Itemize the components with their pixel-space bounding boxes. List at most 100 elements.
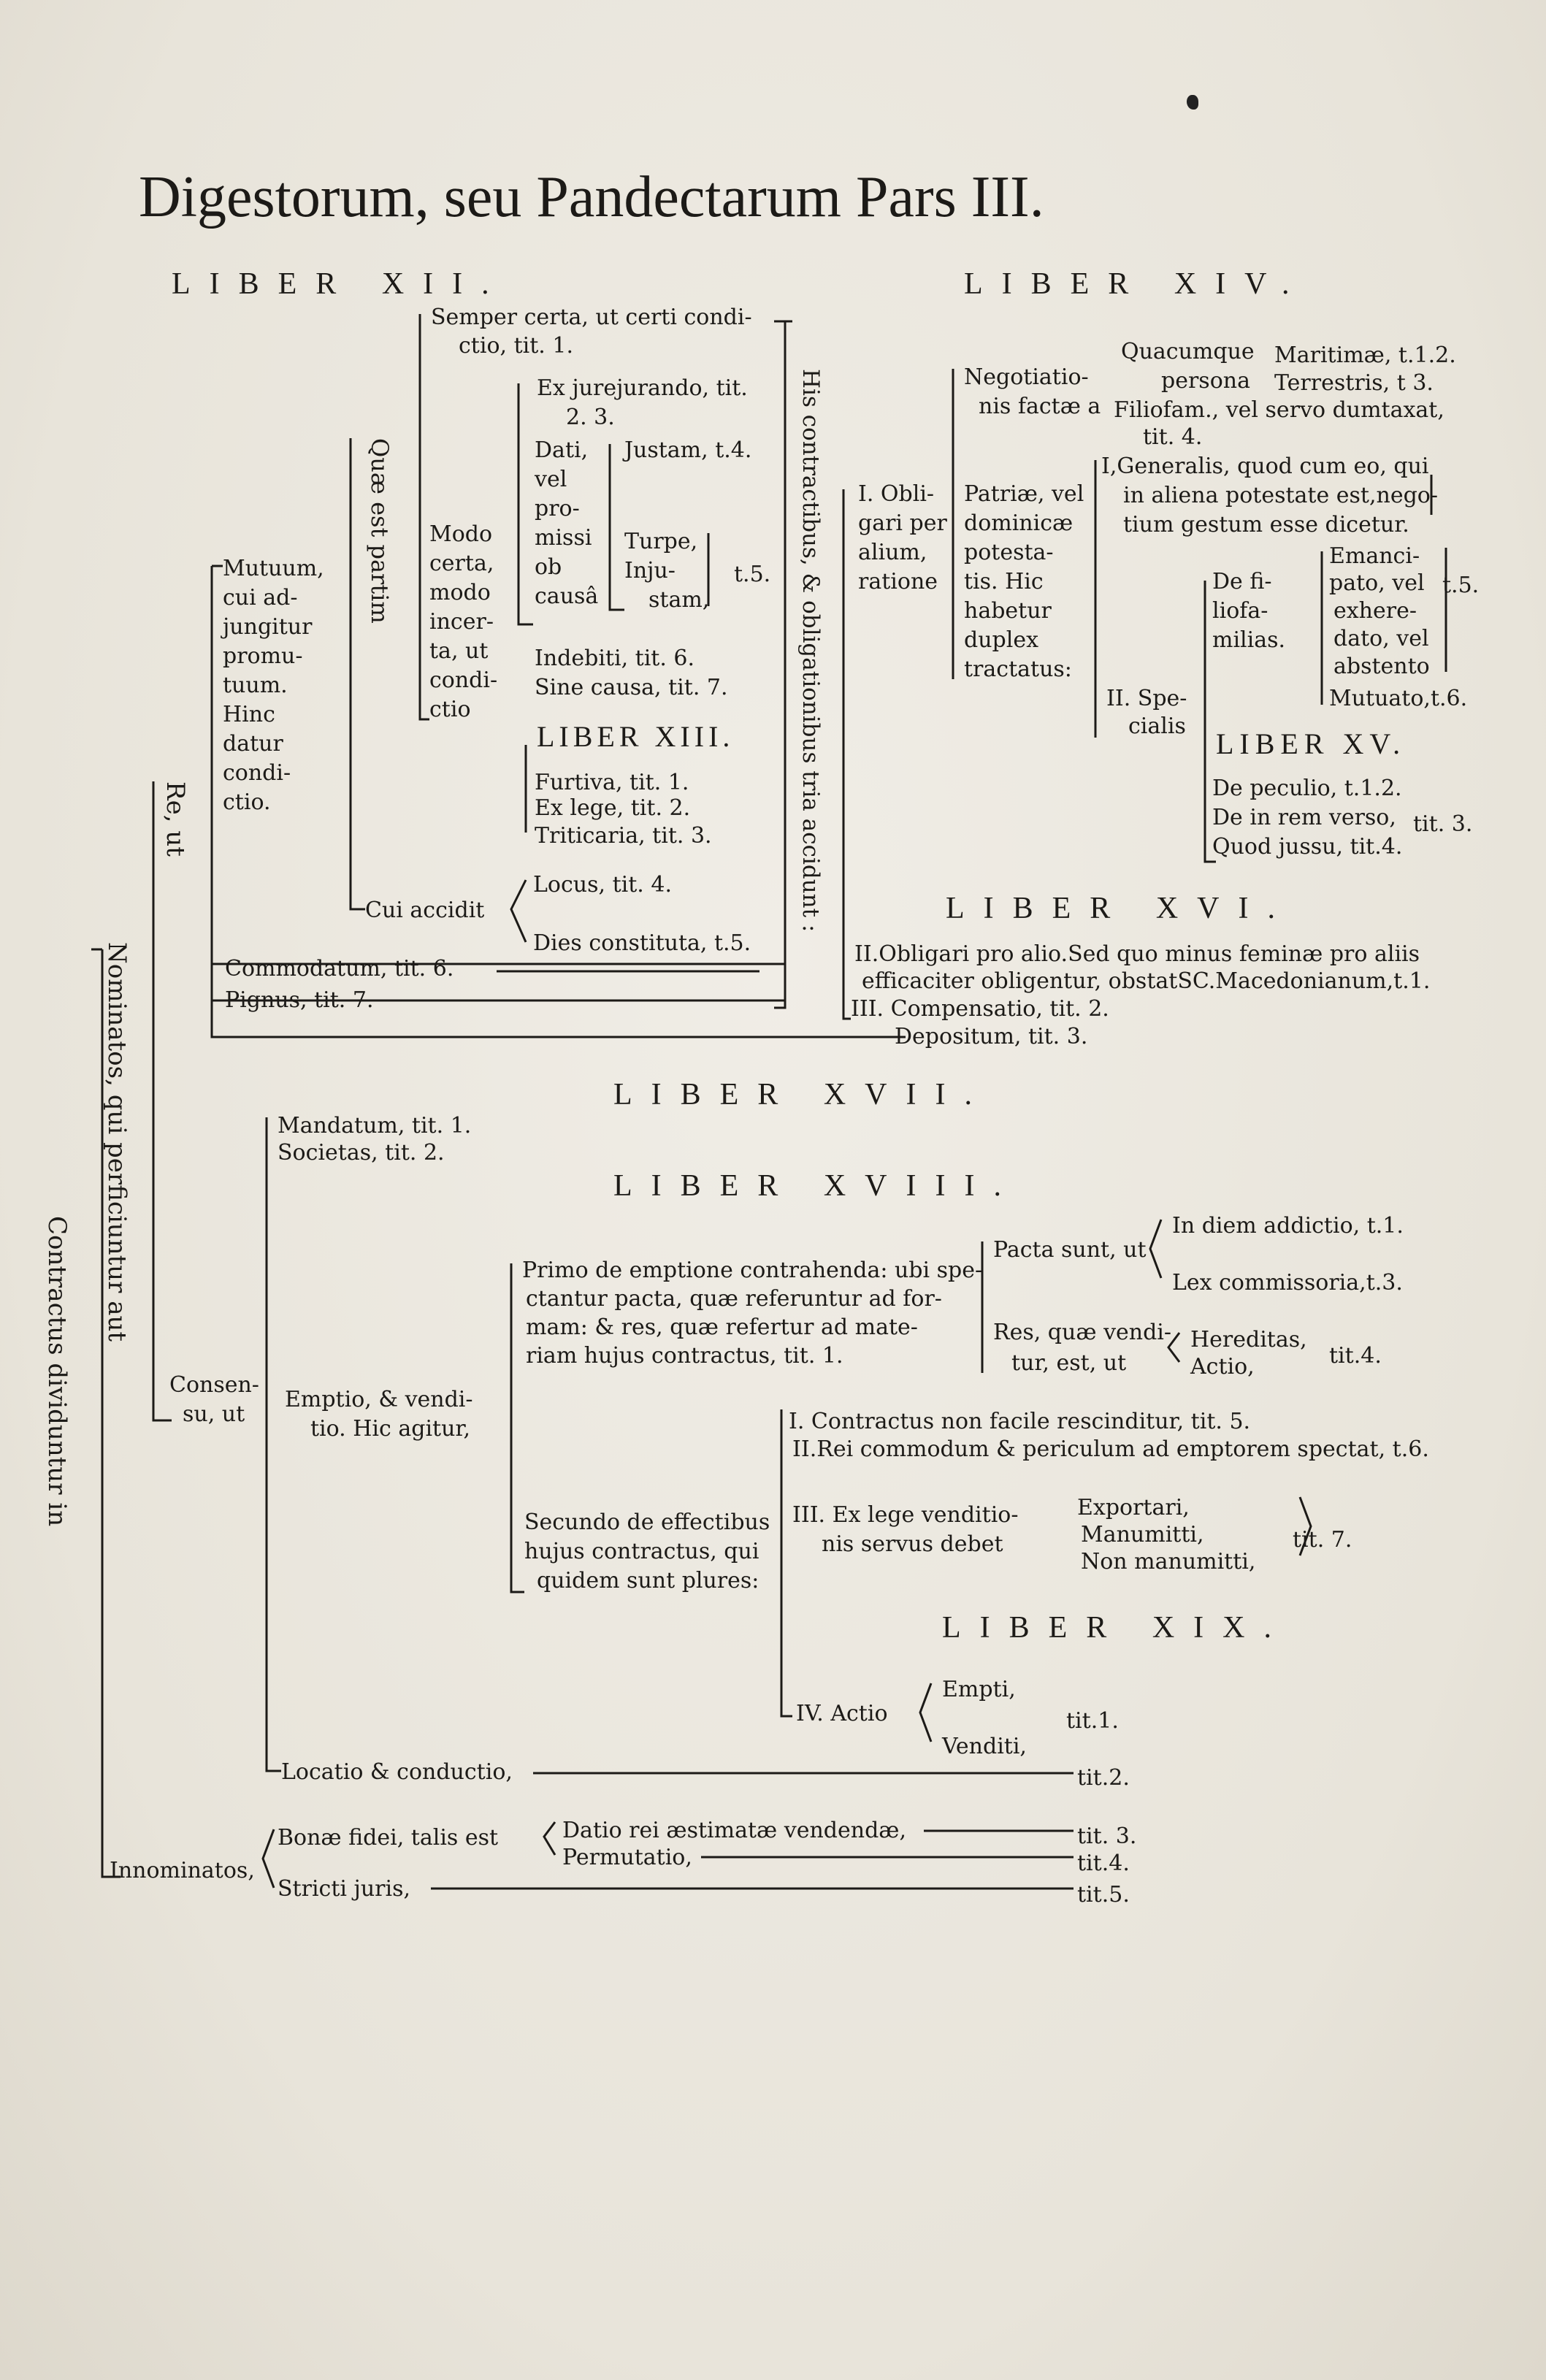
text-l101: tio. Hic agitur, — [310, 1416, 470, 1442]
text-l24: cui ad- — [223, 585, 298, 611]
text-l13: Inju- — [624, 558, 676, 583]
text-l17: certa, — [429, 551, 494, 576]
text-l07: pro- — [535, 496, 580, 521]
text-l96: Actio, — [1190, 1354, 1255, 1380]
text-l18: modo — [429, 580, 491, 605]
text-l117: Locatio & conductio, — [281, 1759, 513, 1785]
text-l70: exhere- — [1333, 598, 1417, 624]
text-l55: I,Generalis, quod cum eo, qui — [1101, 454, 1429, 479]
text-l22: ctio — [429, 697, 471, 722]
text-l119: Bonæ fidei, talis est — [278, 1825, 499, 1851]
text-l111: Non manumitti, — [1081, 1549, 1256, 1574]
text-l123: tit.4. — [1077, 1851, 1130, 1876]
text-l125: Stricti juris, — [278, 1876, 411, 1902]
text-l08: missi — [535, 525, 592, 551]
text-l15: t.5. — [734, 562, 771, 587]
text-l59: dominicæ — [964, 510, 1074, 536]
text-l108: nis servus debet — [822, 1531, 1003, 1557]
text-l88: mam: & res, quæ refertur ad mate- — [526, 1315, 918, 1340]
text-l79: tit. 3. — [1413, 811, 1473, 837]
text-l69: pato, vel — [1329, 570, 1425, 596]
text-l38: Locus, tit. 4. — [533, 872, 672, 898]
text-l97: tit.4. — [1329, 1343, 1382, 1369]
text-l46: ratione — [858, 569, 938, 594]
text-l89: riam hujus contractus, tit. 1. — [526, 1343, 843, 1369]
liber-xvii-heading: LIBER XVII. — [613, 1078, 991, 1111]
text-l52: Terrestris, t 3. — [1274, 370, 1434, 396]
liber-xix-heading: LIBER XIX. — [942, 1611, 1290, 1645]
liber-xiii-heading: LIBER XIII. — [537, 720, 735, 753]
text-l26: promu- — [223, 643, 303, 669]
text-l44: gari per — [858, 510, 947, 536]
spine-nominatos — [152, 781, 172, 1422]
text-l25: jungitur — [223, 614, 313, 640]
text-l02: ctio, tit. 1. — [459, 333, 573, 359]
page-title: Digestorum, seu Pandectarum Pars III. — [139, 165, 1044, 229]
text-l126: tit.5. — [1077, 1882, 1130, 1908]
text-l87: ctantur pacta, quæ referuntur ad for- — [526, 1286, 942, 1312]
text-l10: causâ — [535, 583, 599, 609]
text-l110: Manumitti, — [1081, 1522, 1204, 1547]
liber-xii-heading: LIBER XII. — [172, 267, 508, 301]
text-l05: Dati, — [535, 437, 589, 463]
text-l105: hujus contractus, qui — [524, 1539, 759, 1564]
text-l51: Maritimæ, t.1.2. — [1274, 343, 1456, 368]
text-l76: cialis — [1128, 713, 1186, 739]
text-l104: Secundo de effectibus — [524, 1509, 770, 1535]
text-l114: Empti, — [942, 1677, 1016, 1702]
text-l62: habetur — [964, 598, 1052, 624]
text-l23: Mutuum, — [223, 556, 324, 581]
text-l28: Hinc — [223, 702, 275, 727]
text-l116: tit.1. — [1066, 1708, 1119, 1734]
text-l36: Triticaria, tit. 3. — [535, 823, 712, 849]
text-l72: abstento — [1333, 654, 1430, 679]
text-l75: II. Spe- — [1106, 686, 1187, 711]
text-l84: Mandatum, tit. 1. — [278, 1113, 472, 1139]
text-l92: Lex commissoria,t.3. — [1172, 1270, 1403, 1296]
liber-xvi-heading: LIBER XVI. — [946, 892, 1294, 925]
text-l03: Ex jurejurando, tit. — [537, 375, 748, 401]
text-l56: in aliena potestate est,nego- — [1123, 483, 1439, 508]
text-l11: Justam, t.4. — [624, 437, 752, 463]
text-l58: Patriæ, vel — [964, 481, 1084, 507]
text-l06: vel — [535, 467, 567, 492]
text-l32: Indebiti, tit. 6. — [535, 646, 695, 671]
text-l73: Mutuato,t.6. — [1329, 686, 1468, 711]
text-l63: duplex — [964, 627, 1038, 653]
text-l37: Cui accidit — [365, 898, 485, 923]
spine-re-ut — [210, 566, 906, 1038]
text-l33: Sine causa, tit. 7. — [535, 675, 728, 700]
text-l121: Permutatio, — [562, 1845, 692, 1870]
text-l01: Semper certa, ut certi condi- — [431, 305, 752, 330]
text-l35: Ex lege, tit. 2. — [535, 795, 691, 821]
text-l54: tit. 4. — [1143, 424, 1203, 450]
text-l106: quidem sunt plures: — [537, 1568, 759, 1593]
text-l04: 2. 3. — [566, 405, 615, 430]
text-l122: tit. 3. — [1077, 1824, 1137, 1849]
ink-blot — [1187, 95, 1198, 110]
text-l102: I. Contractus non facile rescinditur, ti… — [789, 1409, 1251, 1434]
text-l34: Furtiva, tit. 1. — [535, 770, 689, 795]
text-l45: alium, — [858, 540, 927, 565]
text-l115: Venditi, — [942, 1734, 1027, 1759]
text-l20: ta, ut — [429, 638, 489, 664]
text-l47: Negotiatio- — [964, 364, 1089, 390]
text-l49: Quacumque — [1121, 339, 1255, 364]
text-l31: ctio. — [223, 789, 271, 815]
text-l12: Turpe, — [624, 529, 698, 554]
text-l19: incer- — [429, 609, 494, 635]
text-l40: Commodatum, tit. 6. — [225, 956, 454, 982]
text-l43: I. Obli- — [858, 481, 935, 507]
text-l66: liofa- — [1212, 598, 1268, 624]
text-l30: condi- — [223, 760, 291, 786]
text-l14: stam, — [648, 587, 710, 613]
text-l90: Pacta sunt, ut — [993, 1237, 1147, 1263]
text-l98: Consen- — [169, 1372, 259, 1398]
text-l16: Modo — [429, 521, 493, 547]
text-l77: De peculio, t.1.2. — [1212, 776, 1402, 801]
text-l93: Res, quæ vendi- — [993, 1320, 1172, 1345]
text-l21: condi- — [429, 667, 498, 693]
text-l50: persona — [1161, 368, 1250, 394]
spine-contractus — [101, 949, 120, 1878]
